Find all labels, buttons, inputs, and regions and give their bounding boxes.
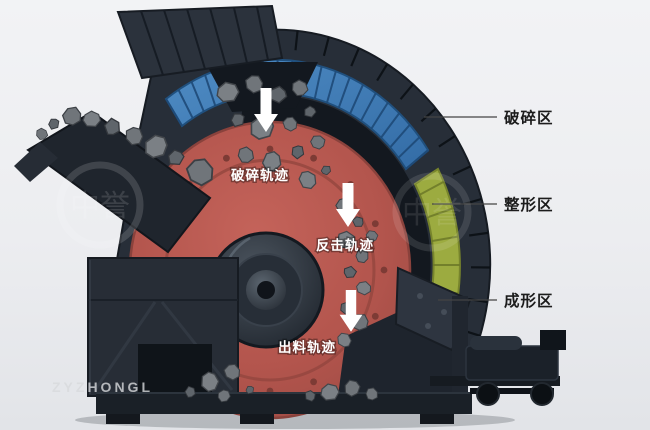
rebound-trajectory-label: 反击轨迹 bbox=[316, 237, 374, 253]
crush-trajectory-label: 破碎轨迹 bbox=[231, 167, 289, 183]
svg-text:中誉: 中誉 bbox=[402, 197, 462, 230]
watermark: 中誉 中誉 ZYZHONGL bbox=[52, 161, 472, 395]
base-frame bbox=[96, 392, 472, 424]
wheel bbox=[530, 382, 554, 406]
zone-callouts: 破碎区 整形区 成形区 bbox=[424, 108, 554, 310]
floor-shadow bbox=[75, 411, 515, 429]
wheel bbox=[476, 382, 500, 406]
left-housing bbox=[87, 257, 239, 397]
hopper bbox=[116, 4, 284, 80]
watermark-logo-right: 中誉 bbox=[392, 172, 472, 252]
svg-text:中誉: 中誉 bbox=[70, 190, 130, 223]
crushing-zone-label: 破碎区 bbox=[504, 108, 554, 127]
trajectory-labels: 破碎轨迹 反击轨迹 出料轨迹 bbox=[230, 166, 375, 357]
watermark-text: ZYZHONGL bbox=[52, 379, 153, 395]
watermark-logo-left: 中誉 bbox=[56, 161, 144, 249]
shaping-zone-label: 整形区 bbox=[503, 195, 554, 214]
forming-zone-label: 成形区 bbox=[504, 291, 554, 310]
machine-body bbox=[14, 4, 566, 424]
motor-unit bbox=[430, 330, 566, 406]
right-support-bracket bbox=[394, 266, 472, 396]
discharge-trajectory-label: 出料轨迹 bbox=[278, 339, 336, 355]
inlet-channel bbox=[241, 95, 431, 318]
